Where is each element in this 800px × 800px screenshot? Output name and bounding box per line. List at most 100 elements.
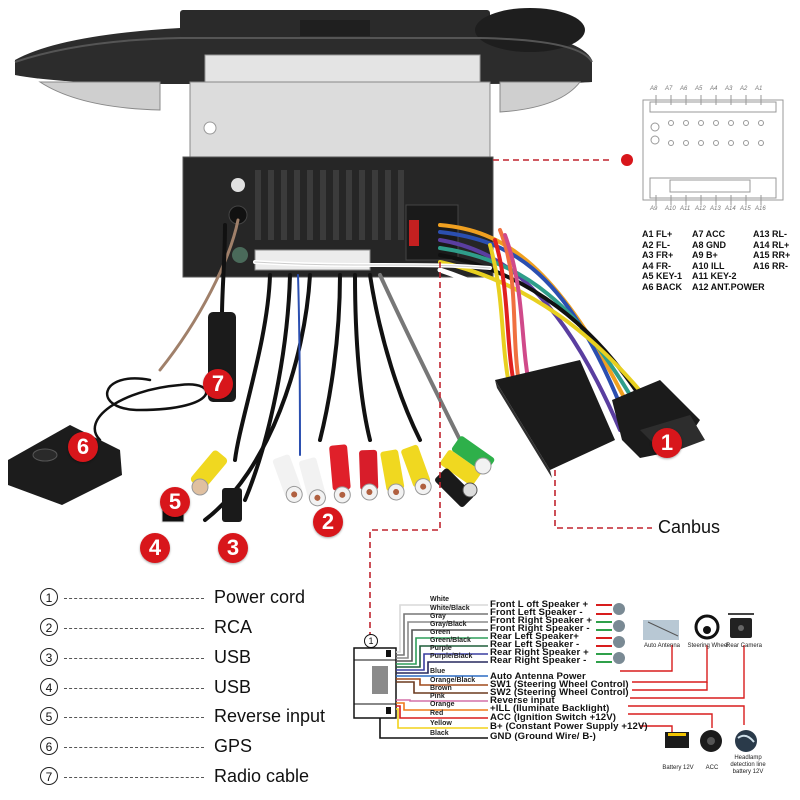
legend-item: 7 Radio cable — [40, 764, 309, 788]
legend-label: GPS — [214, 735, 253, 756]
legend-item: 6 GPS — [40, 734, 252, 758]
harness-connector-block — [353, 647, 397, 719]
accessory-label-headlamp: Headlamp detection line battery 12V — [730, 755, 766, 775]
pin-def: A14 RL+ — [753, 239, 790, 250]
wire-function-label: Rear Left Speaker+ — [490, 631, 579, 642]
legend-number: 5 — [40, 707, 58, 725]
legend-leader — [64, 687, 204, 689]
callout-badge-4: 4 — [140, 533, 170, 563]
acc-icon — [700, 730, 722, 752]
legend-item: 2 RCA — [40, 615, 252, 639]
pin-label: A5 — [695, 86, 703, 92]
cables — [93, 218, 462, 522]
legend-item: 4 USB — [40, 675, 251, 699]
legend-label: USB — [214, 676, 252, 697]
pin-label: A10 — [665, 206, 676, 212]
headlamp-icon — [735, 730, 757, 752]
wire-function-label: GND (Ground Wire/ B-) — [490, 731, 596, 742]
callout-badge-5: 5 — [160, 487, 190, 517]
pin-label: A3 — [725, 86, 733, 92]
pinout-schematic — [642, 95, 784, 205]
pin-label: A11 — [680, 206, 691, 212]
auto-antenna-icon — [643, 620, 679, 640]
pin-def: A5 KEY-1 — [642, 271, 683, 281]
rca-bundle — [272, 436, 495, 508]
wire-function-label: Front Left Speaker - — [490, 607, 583, 618]
speaker-icon — [613, 636, 625, 648]
wire-function-label: Front Right Speaker - — [490, 623, 590, 634]
pinout-column-1: A1 FL+ A2 FL- A3 FR+ A4 FR- A5 KEY-1 A6 … — [642, 229, 682, 292]
pin-def: A13 RL- — [753, 229, 788, 239]
pin-def: A9 B+ — [692, 250, 718, 260]
wire-color-label: Orange/Black — [430, 677, 476, 684]
callout-badge-7: 7 — [203, 369, 233, 399]
wire-color-label: Gray/Black — [430, 621, 467, 628]
accessory-label-rear-camera: Rear Camera — [725, 643, 762, 649]
wire-color-label: Gray — [430, 613, 446, 620]
pin-label: A15 — [740, 206, 751, 212]
pin-def: A12 ANT.POWER — [692, 281, 765, 292]
legend-leader — [64, 657, 204, 659]
wire-color-label: Brown — [430, 685, 452, 692]
callout-badge-1: 1 — [652, 428, 682, 458]
pin-label: A16 — [755, 206, 766, 212]
wire-function-label: ACC (Ignition Switch +12V) — [490, 712, 616, 723]
accessory-label-auto-antenna: Auto Antenna — [643, 643, 681, 649]
wire-color-label: Black — [430, 730, 449, 737]
heatsink — [255, 170, 404, 240]
pin-def: A2 FL- — [642, 239, 670, 250]
speaker-indicators — [596, 603, 625, 664]
accessory-label-battery: Battery 12V — [662, 765, 694, 771]
pin-label: A7 — [665, 86, 673, 92]
legend-number: 2 — [40, 618, 58, 636]
steering-wheel-icon — [694, 614, 720, 640]
wire-color-label: Green — [430, 629, 451, 636]
pin-label: A9 — [650, 206, 658, 212]
wire-function-label: +ILL (Iluminate Backlight) — [490, 703, 610, 714]
wire-function-label: SW2 (Steering Wheel Control) — [490, 687, 629, 698]
harness-connector-number: 1 — [364, 634, 378, 648]
radio-unit — [14, 8, 593, 278]
callout-badge-3: 3 — [218, 533, 248, 563]
rear-camera-icon — [728, 613, 754, 638]
pin-label: A14 — [725, 206, 736, 212]
wire-function-label: Rear Left Speaker - — [490, 639, 580, 650]
accessory-label-steering-wheel: Steering Wheel — [687, 643, 729, 649]
pin-def: A16 RR- — [753, 260, 789, 271]
canbus-box — [495, 360, 615, 478]
accessory-lines — [620, 645, 745, 732]
legend-label: Reverse input — [214, 705, 326, 726]
wire-color-label: Purple/Black — [430, 653, 473, 660]
wire-function-label: B+ (Constant Power Supply +12V) — [490, 721, 648, 732]
legend-number: 6 — [40, 737, 58, 755]
legend-label: Power cord — [214, 586, 306, 607]
legend-label: USB — [214, 646, 252, 667]
legend-number: 3 — [40, 648, 58, 666]
harness-speaker-wires — [396, 604, 488, 674]
legend-item: 1 Power cord — [40, 585, 305, 609]
speaker-icon — [613, 652, 625, 664]
wire-color-label: Yellow — [430, 720, 452, 727]
legend-leader — [64, 627, 204, 629]
pin-def: A6 BACK — [642, 281, 683, 292]
legend-label: Radio cable — [214, 765, 310, 786]
legend-label: RCA — [214, 616, 253, 637]
battery-icon — [665, 732, 689, 748]
wire-color-label: Green/Black — [430, 637, 471, 644]
pin-label: A1 — [755, 86, 763, 92]
callout-badge-6: 6 — [68, 432, 98, 462]
legend-number: 1 — [40, 588, 58, 606]
pin-def: A10 ILL — [692, 260, 725, 271]
wire-color-label: Orange — [430, 701, 455, 708]
pin-label: A12 — [695, 206, 706, 212]
wire-color-label: Blue — [430, 668, 446, 675]
legend-number: 4 — [40, 678, 58, 696]
pin-label: A4 — [710, 86, 718, 92]
wire-function-label: SW1 (Steering Wheel Control) — [490, 679, 629, 690]
wire-color-label: Purple — [430, 645, 452, 652]
canbus-label: Canbus — [658, 517, 721, 537]
legend-leader — [64, 716, 204, 718]
harness-power-wires — [379, 675, 488, 739]
wire-function-label: Rear Right Speaker - — [490, 655, 587, 666]
